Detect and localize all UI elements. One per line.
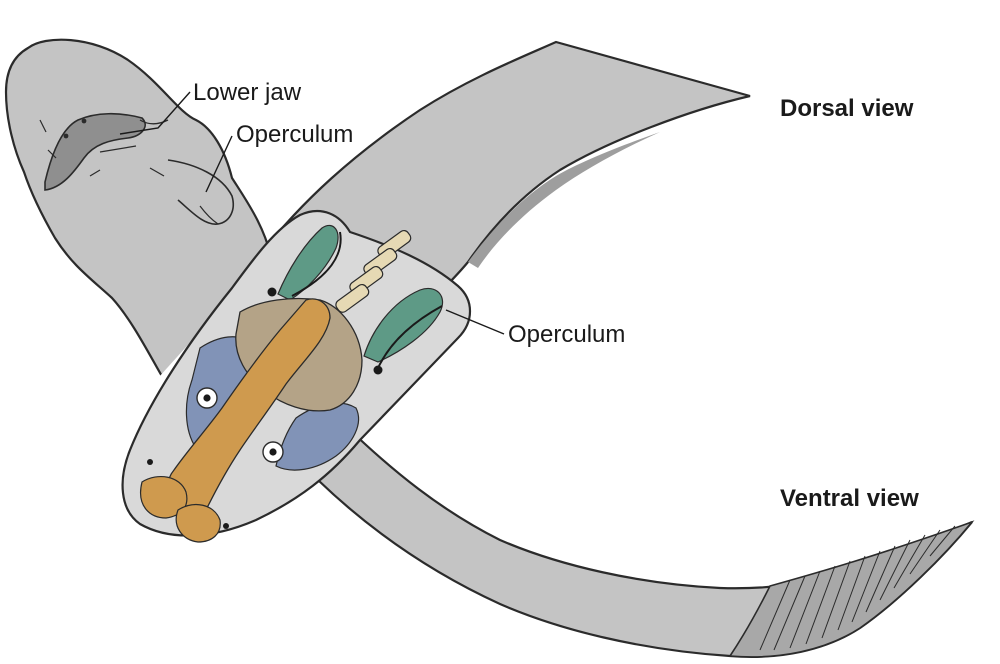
skull-bone xyxy=(167,298,331,512)
dorsal-body-shadow xyxy=(468,132,660,268)
label-operculum-left: Operculum xyxy=(236,121,353,148)
label-lower-jaw: Lower jaw xyxy=(193,79,302,106)
leader-lower-jaw xyxy=(119,91,191,135)
jaw-tip-right xyxy=(175,503,221,543)
dorsal-head xyxy=(121,210,471,543)
label-dorsal-view: Dorsal view xyxy=(780,95,914,122)
vertebrae xyxy=(335,229,412,313)
label-ventral-view: Ventral view xyxy=(780,485,919,512)
leader-operculum-right xyxy=(445,309,505,335)
leader-operculum-left xyxy=(205,135,233,193)
eye-left xyxy=(196,387,218,409)
ventral-operculum-flap xyxy=(167,159,234,225)
ventral-body xyxy=(316,428,975,658)
leader-lines xyxy=(119,91,505,335)
gill-left xyxy=(277,224,339,301)
ventral-head-lobe xyxy=(4,38,274,380)
eye-right xyxy=(262,441,284,463)
tail-fin-rays xyxy=(759,525,956,651)
gill-right xyxy=(363,287,444,363)
label-operculum-right: Operculum xyxy=(508,321,625,348)
lower-jaw-groove xyxy=(44,112,146,191)
